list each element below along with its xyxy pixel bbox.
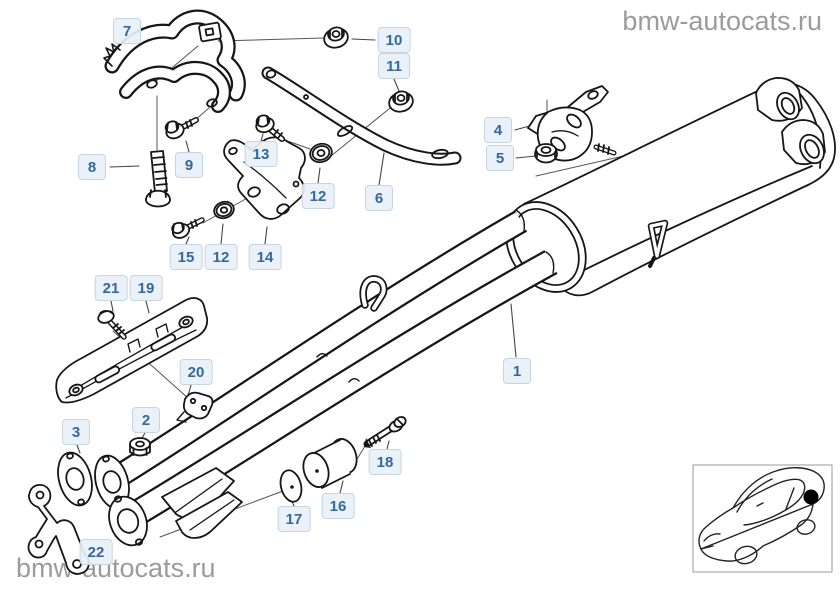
muffler-stud	[593, 143, 617, 156]
part-callout-7[interactable]: 7	[113, 18, 141, 44]
part-callout-12b[interactable]: 12	[204, 244, 238, 270]
flange-nut-11	[388, 90, 414, 113]
bolt-8	[145, 150, 171, 208]
flange-nut-10	[323, 26, 349, 49]
part-callout-13[interactable]: 13	[244, 141, 278, 167]
hook-bracket	[27, 484, 90, 575]
part-callout-3[interactable]: 3	[62, 419, 90, 445]
gasket-flange	[57, 451, 93, 507]
part-callout-16[interactable]: 16	[321, 493, 355, 519]
part-callout-1[interactable]: 1	[503, 358, 531, 384]
support-arm	[261, 66, 462, 166]
part-callout-9[interactable]: 9	[175, 152, 203, 178]
bolt-15	[171, 217, 205, 239]
washer-12a	[309, 142, 333, 164]
part-callout-8[interactable]: 8	[78, 154, 106, 180]
clamp-20	[176, 391, 214, 423]
strap-bracket	[103, 9, 246, 113]
bolt-13	[255, 114, 285, 142]
part-callout-11[interactable]: 11	[378, 53, 410, 79]
part-callout-18[interactable]: 18	[368, 449, 402, 475]
part-callout-17[interactable]: 17	[277, 506, 311, 532]
site-watermark-top: bmw-autocats.ru	[622, 6, 822, 36]
muffler-tailpipes	[755, 77, 826, 166]
part-callout-19[interactable]: 19	[129, 275, 163, 301]
part-callout-15[interactable]: 15	[169, 244, 203, 270]
part-callout-2[interactable]: 2	[132, 407, 160, 433]
bolt-9	[164, 117, 199, 140]
flange-nut-5	[534, 143, 558, 164]
front-pipes	[112, 209, 558, 539]
part-callout-14[interactable]: 14	[248, 244, 282, 270]
part-callout-22[interactable]: 22	[79, 539, 113, 565]
pipe-flanges	[94, 454, 148, 547]
bolt-18	[363, 416, 407, 448]
part-callout-12a[interactable]: 12	[301, 183, 335, 209]
bracket-plate-14	[223, 136, 306, 220]
part-callout-4[interactable]: 4	[484, 117, 512, 143]
part-callout-20[interactable]: 20	[179, 359, 213, 385]
part-callout-10[interactable]: 10	[377, 27, 411, 53]
part-callout-6[interactable]: 6	[365, 185, 393, 211]
screw-21	[97, 310, 127, 340]
muffler-hanger-rod	[647, 219, 669, 268]
bushing-16	[302, 438, 358, 489]
heat-shield	[55, 297, 209, 404]
part-callout-21[interactable]: 21	[94, 275, 128, 301]
nut-2	[129, 437, 151, 457]
site-watermark-bottom: bmw-autocats.ru	[16, 553, 216, 583]
car-location-thumbnail	[692, 464, 833, 573]
washer-12b	[213, 200, 235, 220]
washer-17	[279, 469, 303, 503]
part-location-marker	[803, 489, 819, 505]
part-callout-5[interactable]: 5	[486, 145, 514, 171]
